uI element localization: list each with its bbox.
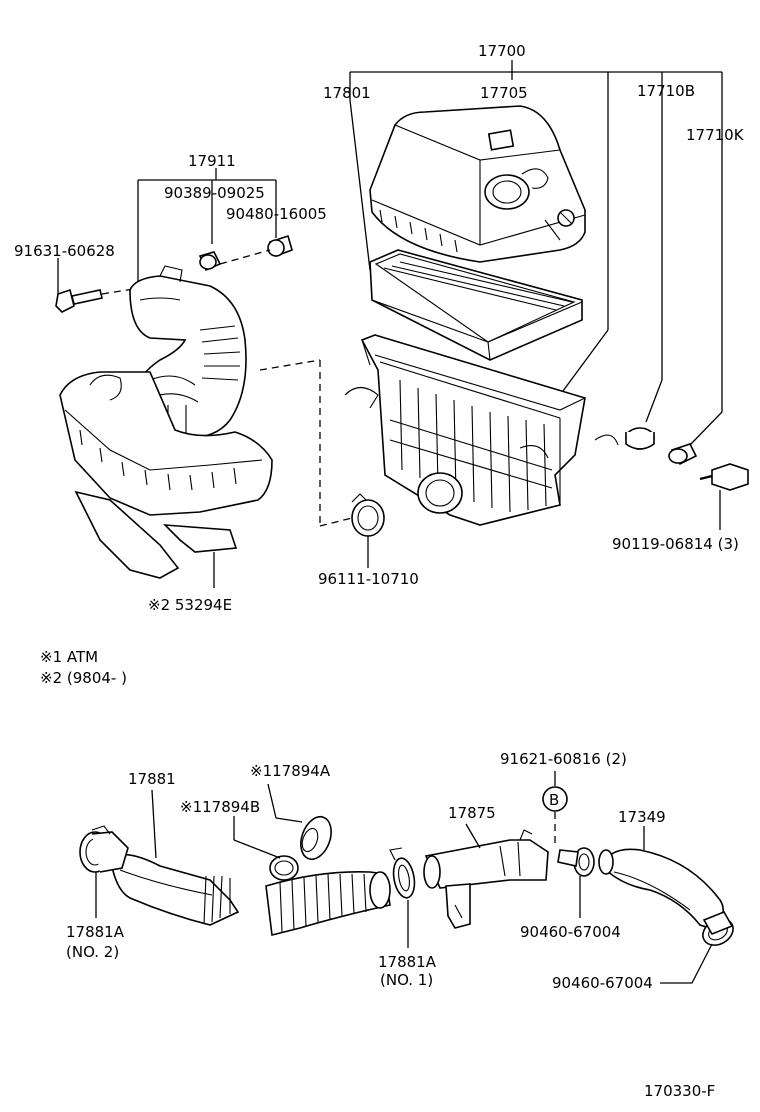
reference-b <box>542 771 568 845</box>
note-2: ※2 (9804- ) <box>40 669 127 687</box>
label-17881a-no2-sub: (NO. 2) <box>66 943 119 961</box>
hose-assembly <box>79 771 734 984</box>
labels: 17700 17801 17705 17710B 17710K 17911 90… <box>14 42 745 1100</box>
label-117894b: ※117894B <box>180 798 260 816</box>
bolt-91631 <box>55 258 141 313</box>
label-b-marker: B <box>549 791 559 809</box>
label-90389-09025: 90389-09025 <box>164 184 265 202</box>
filter-element <box>369 249 583 361</box>
note-1: ※1 ATM <box>40 648 98 666</box>
diagram-id: 170330-F <box>644 1082 715 1100</box>
label-17705: 17705 <box>480 84 528 102</box>
label-90460-67004-a: 90460-67004 <box>520 923 621 941</box>
grommet-90480 <box>219 234 293 265</box>
resonator-base <box>59 371 273 516</box>
clamp-117894a <box>267 783 332 861</box>
label-17710b: 17710B <box>637 82 695 100</box>
clip-90460-left <box>557 847 595 918</box>
air-cleaner-assembly <box>55 60 749 588</box>
duct-17875 <box>423 823 549 929</box>
label-91631-60628: 91631-60628 <box>14 242 115 260</box>
label-17349: 17349 <box>618 808 666 826</box>
hose-17349 <box>598 826 724 931</box>
label-96111-10710: 96111-10710 <box>318 570 419 588</box>
label-90480-16005: 90480-16005 <box>226 205 327 223</box>
leader-17700 <box>349 60 723 396</box>
label-53294e: ※2 53294E <box>148 596 232 614</box>
connector-17881a-no2 <box>79 825 129 918</box>
label-17881: 17881 <box>128 770 176 788</box>
bolt-90119 <box>699 463 749 530</box>
label-17710k: 17710K <box>686 126 745 144</box>
clamp-117894b <box>233 816 299 881</box>
label-17801: 17801 <box>323 84 371 102</box>
hose-17881 <box>109 789 240 926</box>
label-91621-60816: 91621-60816 (2) <box>500 750 627 768</box>
hose-clamp-96111 <box>259 359 385 568</box>
label-90460-67004-b: 90460-67004 <box>552 974 653 992</box>
label-17881a-no2: 17881A <box>66 923 125 941</box>
grommet-17710b <box>625 96 663 450</box>
air-cleaner-cap <box>369 105 586 263</box>
bracket-53294e <box>74 490 238 588</box>
grommet-90389 <box>198 251 222 272</box>
air-cleaner-case <box>344 334 619 526</box>
label-117894a: ※117894A <box>250 762 331 780</box>
label-90119-06814: 90119-06814 (3) <box>612 535 739 553</box>
label-17700: 17700 <box>478 42 526 60</box>
corrugated-hose <box>265 870 391 936</box>
label-17881a-no1-sub: (NO. 1) <box>380 971 433 989</box>
label-17875: 17875 <box>448 804 496 822</box>
label-17911: 17911 <box>188 152 236 170</box>
leader-17911 <box>137 168 277 290</box>
collar-17710k <box>668 132 723 466</box>
clip-90460-right <box>660 910 734 984</box>
label-17881a-no1: 17881A <box>378 953 437 971</box>
connector-17881a-no1 <box>389 847 416 948</box>
